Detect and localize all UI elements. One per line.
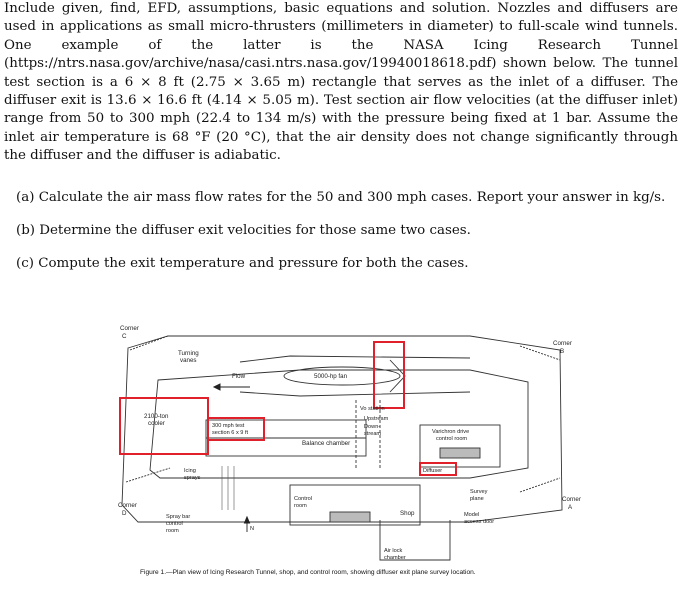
corner-a-letter: A [568, 504, 573, 511]
turning-vanes-label-2: vanes [180, 357, 197, 364]
turning-vanes-label-1: Turning [178, 350, 199, 357]
balance-chamber-label: Balance chamber [302, 440, 350, 447]
survey-plane-label-1: Survey [470, 489, 488, 495]
icing-sprays-label-1: Icing [184, 468, 196, 474]
shop-label: Shop [400, 510, 415, 517]
tunnel-outer-wall [121, 335, 563, 523]
varichron-label-2: control room [436, 436, 467, 442]
downstream-label-2: stream [364, 431, 381, 437]
figure-caption: Figure 1.—Plan view of Icing Research Tu… [140, 569, 476, 576]
corner-c-letter: C [122, 333, 127, 340]
question-b: (b) Determine the diffuser exit velociti… [16, 223, 471, 238]
corner-b-label: Corner [553, 340, 572, 347]
air-lock-label-1: Air lock [384, 548, 403, 554]
varichron-label-1: Varichron drive [432, 429, 469, 435]
spray-bar-label-3: room [166, 528, 179, 534]
control-room-label-2: room [294, 503, 307, 509]
corner-d-letter: D [122, 510, 127, 517]
test-section-label-2: section 6 x 9 ft [212, 430, 249, 436]
fan-label: 5000-hp fan [314, 373, 348, 380]
varichron-blocks [439, 447, 481, 459]
survey-plane-label-2: plane [470, 496, 484, 502]
corner-a-label: Corner [562, 496, 581, 503]
spray-bar-label-2: control [166, 521, 183, 527]
test-section-label-1: 300 mph test [212, 423, 245, 429]
flow-label: Flow [232, 373, 246, 380]
cooler-label-1: 2100-ton [144, 413, 169, 420]
question-c: (c) Compute the exit temperature and pre… [16, 256, 469, 271]
corner-c-label: Corner [120, 325, 139, 332]
fan-nacelle [283, 366, 401, 386]
control-room-label-1: Control [294, 496, 312, 502]
problem-intro: Include given, find, EFD, assumptions, b… [4, 1, 678, 164]
fan-highlight [373, 341, 405, 409]
model-access-label-2: access door [464, 519, 494, 525]
spray-bar-label-1: Spray bar [166, 514, 190, 520]
diffuser-highlight [419, 462, 457, 476]
vo-station-label: Vo station [360, 406, 385, 412]
tunnel-inner-wall [149, 369, 529, 479]
corner-d-label: Corner [118, 502, 137, 509]
north-arrow-icon [243, 515, 251, 532]
test-section-highlight [207, 417, 265, 441]
upstream-label: Upstream [364, 416, 389, 422]
flow-arrow-icon [212, 383, 250, 391]
icing-sprays-label-2: sprays [184, 475, 201, 481]
diffuser-label: Diffuser [423, 468, 442, 474]
model-access-label-1: Model [464, 512, 479, 518]
air-lock-label-2: chamber [384, 555, 406, 561]
question-a: (a) Calculate the air mass flow rates fo… [16, 190, 666, 205]
corner-b-letter: B [560, 348, 564, 355]
downstream-label-1: Down- [364, 424, 380, 430]
north-label: N [250, 526, 254, 532]
cooler-label-2: cooler [148, 420, 165, 427]
